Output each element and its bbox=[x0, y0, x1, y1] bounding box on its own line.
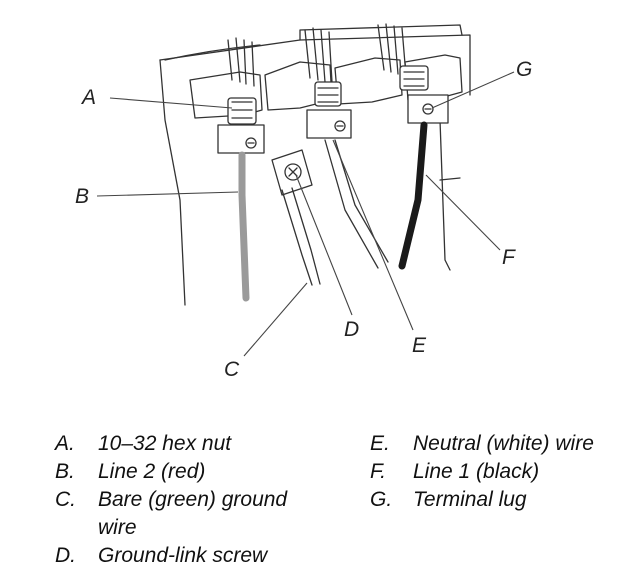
upper-wire-bundles bbox=[227, 23, 407, 87]
callout-f: F bbox=[502, 246, 516, 269]
callout-a: A bbox=[80, 86, 96, 109]
leader-d bbox=[295, 174, 353, 316]
legend-letter: B. bbox=[55, 460, 75, 483]
leader-b bbox=[96, 191, 239, 197]
ground-link-screw bbox=[271, 149, 313, 196]
callout-d: D bbox=[344, 318, 359, 341]
legend-text: Terminal lug bbox=[413, 488, 527, 511]
legend-letter: G. bbox=[370, 488, 393, 511]
callout-g: G bbox=[516, 58, 532, 81]
legend-letter: C. bbox=[55, 488, 76, 511]
callout-e: E bbox=[412, 334, 427, 357]
legend-text: Line 2 (red) bbox=[98, 460, 206, 483]
legend-text: Line 1 (black) bbox=[413, 460, 540, 483]
leader-e bbox=[332, 139, 414, 331]
ground-wire bbox=[281, 187, 321, 286]
leader-c bbox=[243, 282, 308, 357]
terminal-middle bbox=[306, 81, 352, 139]
leader-g bbox=[431, 71, 515, 109]
leader-a bbox=[109, 97, 233, 109]
callout-c: C bbox=[224, 358, 240, 381]
legend-text: Ground-link screw bbox=[98, 544, 268, 567]
callout-b: B bbox=[75, 185, 89, 208]
terminal-block-diagram: A B C D E F G bbox=[75, 23, 532, 381]
legend-text: Neutral (white) wire bbox=[413, 432, 594, 455]
legend-text: wire bbox=[98, 516, 137, 539]
leader-f bbox=[425, 174, 501, 251]
legend-letter: A. bbox=[55, 432, 75, 455]
legend-text: Bare (green) ground bbox=[98, 488, 288, 511]
legend-letter: E. bbox=[370, 432, 390, 455]
terminal-right bbox=[399, 65, 449, 124]
legend-text: 10–32 hex nut bbox=[98, 432, 232, 455]
legend-letter: D. bbox=[55, 544, 76, 567]
line1-black-wire bbox=[398, 121, 428, 270]
line2-red-wire bbox=[238, 151, 250, 302]
legend: A. 10–32 hex nut B. Line 2 (red) C. Bare… bbox=[0, 430, 624, 579]
legend-letter: F. bbox=[370, 460, 386, 483]
